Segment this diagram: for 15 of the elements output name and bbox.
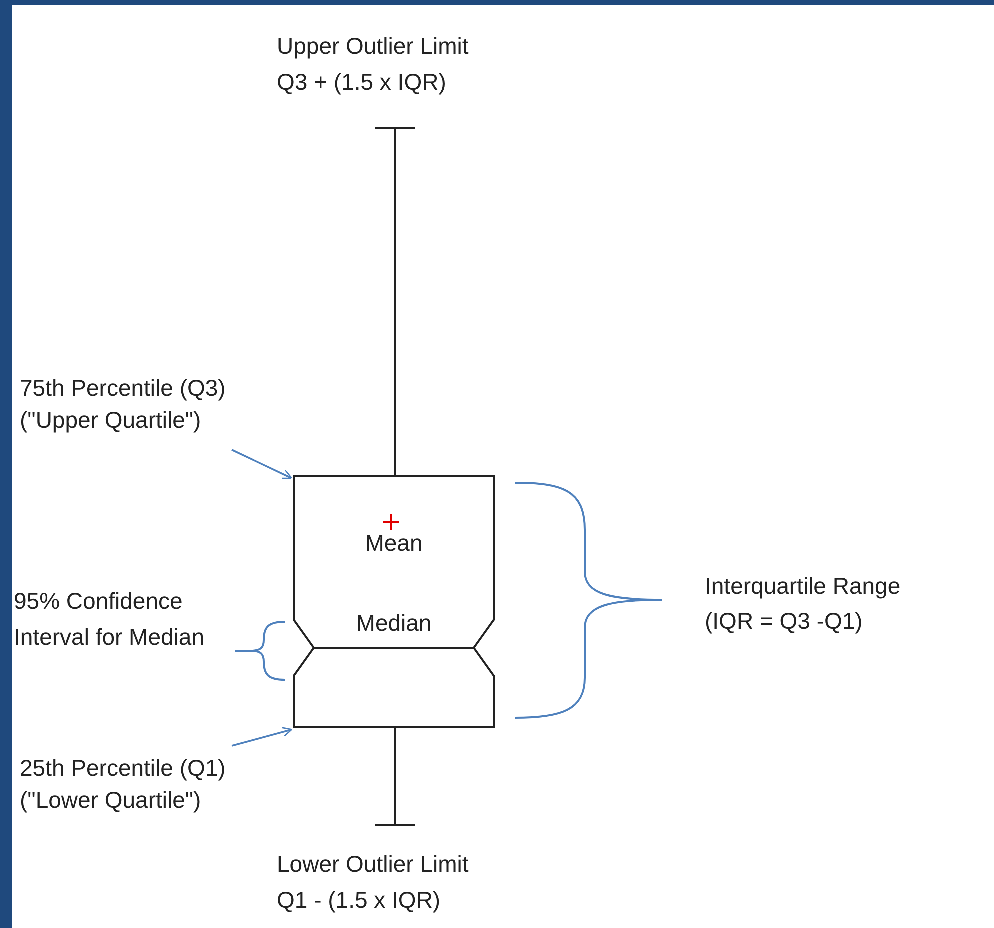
range-label: Interquartile Range <box>705 572 901 601</box>
formula-label: Q1 - (1.5 x IQR) <box>277 886 441 915</box>
box-label: Median <box>356 610 432 636</box>
box-label: Mean <box>365 530 423 556</box>
leader-arrow <box>232 727 293 747</box>
limit-label: Upper Outlier Limit <box>277 32 469 61</box>
interval-label: 95% Confidence Interval for Median <box>14 587 206 652</box>
formula-label: (IQR = Q3 -Q1) <box>705 607 863 636</box>
annotation-text: ("Lower Quartile") <box>20 786 202 815</box>
annotation-text: 25th Percentile (Q1) <box>20 754 226 783</box>
leader-arrow <box>232 449 292 480</box>
limit-label: Lower Outlier Limit <box>277 850 469 879</box>
annotation-text: 75th Percentile (Q3) <box>20 374 226 403</box>
annotation-text: ("Upper Quartile") <box>20 406 202 435</box>
formula-label: Q3 + (1.5 x IQR) <box>277 68 446 97</box>
